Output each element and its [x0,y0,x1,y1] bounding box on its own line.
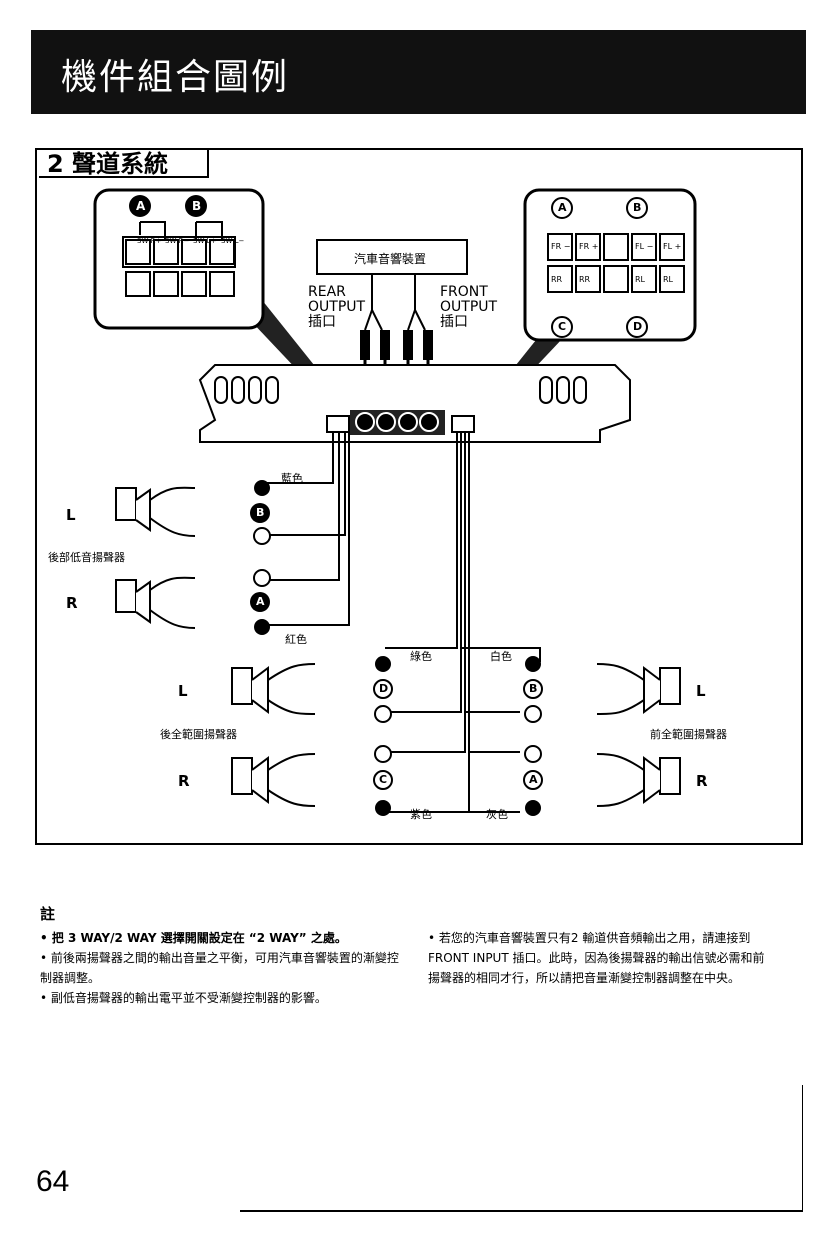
sub-right-label: R [66,594,78,612]
marker-a-right-label: A [558,201,567,214]
marker-b-front-label: B [529,682,538,695]
right-pin-top-3: FL − [635,242,654,251]
marker-a-sub-icon [250,592,270,612]
speaker-sub-left-icon [115,487,137,521]
header-bar: 機件組合圖例 [31,30,806,114]
marker-a-label: A [136,199,146,213]
left-pin-1: SW R+ [137,237,162,245]
page-title: 機件組合圖例 [61,57,290,98]
marker-d-rear-icon [373,679,393,699]
left-pin-3: SW L+ [193,237,217,245]
side-rule [802,1085,803,1211]
wire-color-purple: 紫色 [410,808,432,821]
marker-c-right-label: C [558,320,567,333]
right-pin-top-1: FR − [551,242,571,251]
speaker-front-left-icon [659,667,681,705]
note-item: • 前後兩揚聲器之間的輸出音量之平衡，可用汽車音響裝置的漸變控制器調整。 [40,951,399,985]
marker-d-rear-label: D [379,682,389,695]
speaker-connector [451,415,475,433]
wire-color-green: 綠色 [410,650,432,663]
marker-b-sub-label: B [256,506,265,519]
note-item: • 把 3 WAY/2 WAY 選擇開關設定在 “2 WAY” 之處。 [40,931,347,945]
marker-a-front-icon [523,770,543,790]
marker-c-rear-label: C [379,773,388,786]
speaker-rear-right-icon [231,757,253,795]
right-pin-bottom-2: RR [579,275,591,284]
right-pin-bottom-1: RR [551,275,563,284]
marker-b-sub-icon [250,503,270,523]
marker-c-outline-icon [551,316,573,338]
marker-c-rear-icon [373,770,393,790]
diagram-frame: 2 聲道系統 [35,148,803,845]
marker-b-front-icon [523,679,543,699]
marker-b-outline-icon [626,197,648,219]
right-pin-bottom-3: RL [635,275,646,284]
speaker-front-right-icon [659,757,681,795]
marker-d-outline-icon [626,316,648,338]
speaker-sub-right-icon [115,579,137,613]
sub-connector [326,415,350,433]
rear-left-label: L [178,682,188,700]
car-stereo-unit [316,239,468,275]
rear-full-speaker-label: 後全範圍揚聲器 [160,728,237,741]
note-item: • 若您的汽車音響裝置只有2 輸道供音頻輸出之用，請連接到 FRONT INPU… [428,931,765,985]
left-pin-2: SW R− [165,237,190,245]
marker-d-right-label: D [633,320,643,333]
sub-left-label: L [66,506,76,524]
wire-color-gray: 灰色 [486,808,508,821]
notes-title: 註 [40,905,56,923]
footer-rule [240,1210,803,1212]
car-stereo-label: 汽車音響裝置 [354,252,427,266]
page-number: 64 [36,1165,70,1198]
left-pin-4: SW L− [221,237,245,245]
marker-b-right-label: B [633,201,642,214]
marker-a-icon [129,195,151,217]
wire-color-blue: 藍色 [281,472,303,485]
right-pin-top-2: FR + [579,242,599,251]
wiring-diagram [93,188,697,816]
rear-right-label: R [178,772,190,790]
speaker-rear-left-icon [231,667,253,705]
marker-b-icon [185,195,207,217]
note-item: • 副低音揚聲器的輸出電平並不受漸變控制器的影響。 [40,991,327,1005]
amplifier-body [198,364,631,443]
marker-a-sub-label: A [256,595,265,608]
front-left-label: L [696,682,706,700]
marker-a-front-label: A [529,773,538,786]
front-full-speaker-label: 前全範圍揚聲器 [650,728,727,741]
marker-a-outline-icon [551,197,573,219]
marker-b-label: B [192,199,202,213]
right-pin-bottom-4: RL [663,275,674,284]
front-right-label: R [696,772,708,790]
front-output-label: FRONT OUTPUT 插口 [440,284,498,330]
wire-color-red: 紅色 [285,633,307,646]
rear-sub-speaker-label: 後部低音揚聲器 [48,551,125,564]
section-title: 2 聲道系統 [39,150,209,178]
rear-output-label: REAR OUTPUT 插口 [308,284,366,330]
wire-color-white: 白色 [490,650,512,663]
right-pin-top-4: FL + [663,242,682,251]
